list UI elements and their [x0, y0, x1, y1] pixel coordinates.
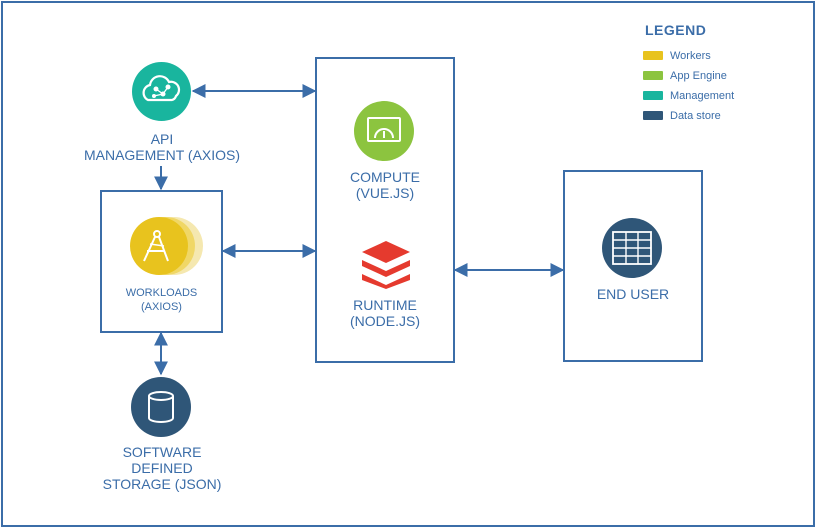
api-management-label: API MANAGEMENT (AXIOS): [83, 131, 241, 163]
legend-swatch-app-engine: [643, 71, 663, 80]
database-icon: [131, 377, 191, 437]
legend-swatch-management: [643, 91, 663, 100]
compute-label: COMPUTE (VUE.JS): [350, 169, 420, 201]
storage-label: SOFTWARE DEFINED STORAGE (JSON): [102, 444, 222, 492]
end-user-box[interactable]: END USER: [563, 170, 703, 362]
legend-swatch-workers: [643, 51, 663, 60]
cloud-network-icon: [132, 62, 191, 121]
legend-label-data-store: Data store: [670, 110, 721, 122]
layers-icon: [360, 239, 412, 289]
table-icon: [602, 218, 662, 278]
runtime-label: RUNTIME (NODE.JS): [350, 297, 420, 329]
legend-label-workers: Workers: [670, 50, 711, 62]
legend-swatch-data-store: [643, 111, 663, 120]
gauge-icon: [354, 101, 414, 161]
legend-label-app-engine: App Engine: [670, 70, 727, 82]
compute-runtime-box[interactable]: COMPUTE (VUE.JS) RUNTIME (NODE.JS): [315, 57, 455, 363]
workloads-label: WORKLOADS (AXIOS): [125, 287, 198, 313]
legend-title: LEGEND: [645, 22, 707, 38]
legend-label-management: Management: [670, 90, 735, 102]
workloads-box[interactable]: WORKLOADS (AXIOS): [100, 190, 223, 333]
compass-icon: [120, 215, 206, 277]
end-user-label: END USER: [596, 286, 670, 302]
